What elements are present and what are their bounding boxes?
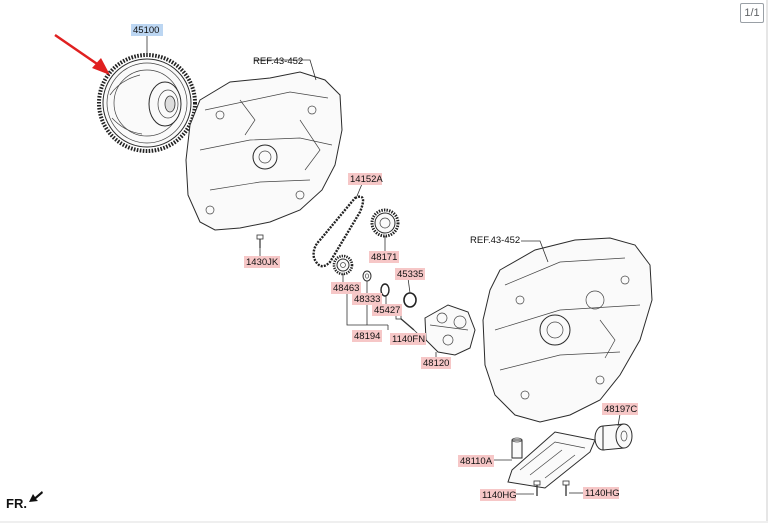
callout-48120[interactable]: 48120 bbox=[421, 357, 451, 369]
callout-48333[interactable]: 48333 bbox=[352, 293, 382, 305]
front-label: FR. bbox=[6, 496, 27, 511]
label-48194: 48194 bbox=[354, 331, 380, 342]
leader-lines bbox=[146, 36, 621, 495]
callout-45335[interactable]: 45335 bbox=[395, 268, 425, 280]
label-1140fn: 1140FN bbox=[392, 334, 425, 345]
label-48110a: 48110A bbox=[460, 456, 493, 467]
label-1430jk: 1430JK bbox=[246, 257, 279, 268]
label-48333: 48333 bbox=[354, 294, 380, 305]
callout-48110a[interactable]: 48110A bbox=[458, 455, 494, 467]
oring-45335[interactable] bbox=[403, 292, 417, 308]
callout-1140hg-right[interactable]: 1140HG bbox=[583, 487, 620, 499]
label-48463: 48463 bbox=[333, 283, 359, 294]
label-45335: 45335 bbox=[397, 269, 423, 280]
drive-sprocket[interactable] bbox=[332, 254, 354, 276]
label-45100: 45100 bbox=[133, 25, 159, 36]
bolt-1140hg-right[interactable] bbox=[562, 480, 570, 496]
label-48171: 48171 bbox=[371, 252, 397, 263]
callout-1140hg-left[interactable]: 1140HG bbox=[480, 489, 517, 501]
bolt-1140fn[interactable] bbox=[395, 313, 415, 331]
drive-chain[interactable] bbox=[312, 195, 365, 268]
callout-48463[interactable]: 48463 bbox=[331, 282, 361, 294]
scrollbar-edge bbox=[766, 0, 768, 523]
filter-cartridge[interactable] bbox=[594, 423, 633, 451]
callout-45427[interactable]: 45427 bbox=[372, 304, 402, 316]
transmission-case[interactable] bbox=[482, 237, 653, 423]
oil-strainer[interactable] bbox=[507, 431, 596, 489]
callout-1140fn[interactable]: 1140FN bbox=[390, 333, 426, 345]
bolt-1140hg-left[interactable] bbox=[533, 480, 541, 496]
callout-ref-lower[interactable]: REF.43-452 bbox=[470, 235, 520, 246]
label-1140hg-right: 1140HG bbox=[585, 488, 620, 499]
label-ref-lower: REF.43-452 bbox=[470, 235, 520, 246]
front-arrow-icon bbox=[29, 491, 43, 502]
label-ref-upper: REF.43-452 bbox=[253, 56, 303, 67]
callout-48194[interactable]: 48194 bbox=[352, 330, 382, 342]
oil-pump[interactable] bbox=[424, 304, 476, 356]
label-14152a: 14152A bbox=[350, 174, 383, 185]
bottom-border bbox=[0, 521, 768, 523]
label-1140hg-left: 1140HG bbox=[482, 490, 517, 501]
callout-45100[interactable]: 45100 bbox=[131, 24, 163, 36]
callout-1430jk[interactable]: 1430JK bbox=[244, 256, 280, 268]
callout-ref-upper[interactable]: REF.43-452 bbox=[253, 56, 303, 67]
red-arrow-icon bbox=[54, 33, 110, 75]
torque-converter[interactable] bbox=[97, 53, 197, 153]
washer-48333[interactable] bbox=[362, 270, 372, 282]
page-indicator[interactable]: 1/1 bbox=[740, 3, 764, 23]
converter-housing[interactable] bbox=[185, 71, 343, 231]
callout-48197c[interactable]: 48197C bbox=[602, 403, 638, 415]
oring-45427[interactable] bbox=[380, 283, 390, 297]
callout-14152a[interactable]: 14152A bbox=[348, 173, 383, 185]
label-45427: 45427 bbox=[374, 305, 400, 316]
callout-48171[interactable]: 48171 bbox=[369, 251, 399, 263]
bolt-1430jk[interactable] bbox=[256, 234, 264, 248]
label-48197c: 48197C bbox=[604, 404, 637, 415]
label-48120: 48120 bbox=[423, 358, 449, 369]
driven-sprocket[interactable] bbox=[370, 208, 400, 238]
